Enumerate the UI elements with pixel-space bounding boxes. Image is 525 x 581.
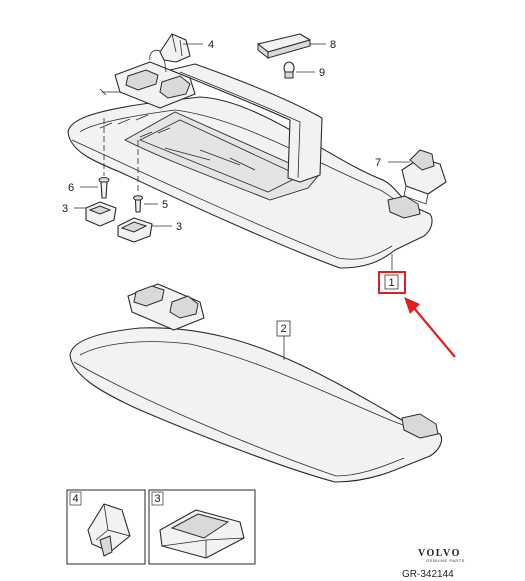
pivot-bracket-top: [125, 69, 159, 91]
brand-logo-text: VOLVO: [418, 548, 461, 559]
brand-tagline: GENUINE PARTS: [426, 558, 465, 563]
callout-1-box: [384, 274, 399, 290]
screw-5: [133, 140, 143, 213]
holder-clip-4: [159, 33, 191, 63]
callout-9: 9: [319, 67, 325, 79]
mirror-reflection-lines: [164, 147, 256, 171]
visor-lower-edge-bottom: [73, 361, 405, 477]
detail-box-4-label: 4: [73, 493, 79, 505]
screw-shank-6: [100, 181, 108, 199]
callout-3-left: 3: [62, 203, 68, 215]
screw-6: [98, 118, 110, 199]
detail-cover-cap-top: [170, 513, 230, 539]
cover-cap-3a: [85, 201, 117, 227]
lower-pivot-bracket: [127, 283, 205, 331]
detail-holder-clip-tab: [99, 535, 113, 557]
lower-visor-hinge-end: [401, 413, 439, 439]
callout-2: 2: [281, 323, 287, 335]
highlight-box: [378, 271, 406, 294]
retaining-bracket-base: [403, 185, 429, 205]
clip-marks-left: [99, 114, 149, 129]
callout-1: 1: [389, 277, 395, 289]
arrow-head: [404, 297, 420, 314]
callout-6: 6: [68, 182, 74, 194]
visor-edge-line: [79, 109, 419, 215]
callout-3-right: 3: [176, 221, 182, 233]
callout-8: 8: [330, 39, 336, 51]
red-pointer-arrow: [404, 297, 456, 358]
screw-shank-5: [134, 199, 142, 213]
detail-box-4-label-box: [69, 491, 82, 506]
retaining-bracket-clip: [409, 149, 435, 171]
diagram-reference: GR-342144: [402, 569, 454, 580]
callout-7: 7: [375, 157, 381, 169]
callout-4: 4: [208, 39, 214, 51]
cover-cap-3a-top: [88, 205, 112, 215]
bulb-base: [284, 71, 294, 79]
detail-cover-cap-edges: [161, 537, 245, 558]
pivot-bracket-socket: [159, 75, 191, 99]
arrow-shaft: [413, 307, 456, 358]
cover-cap-3b: [117, 217, 153, 243]
visor-lower-edge-top: [79, 341, 429, 433]
lower-bracket-socket: [169, 295, 199, 319]
pivot-wire: [99, 88, 120, 96]
lower-bracket-top: [133, 285, 165, 307]
leader-lines: [74, 43, 410, 360]
detail-box-3-label: 3: [155, 493, 161, 505]
sun-visor-with-mirror: [67, 63, 433, 269]
detail-box-4: 4: [66, 489, 146, 565]
mirror-cover-inner: [179, 71, 301, 179]
lamp-lens-8: [257, 33, 311, 60]
retaining-bracket-7: [401, 149, 447, 205]
vanity-mirror-recess: [124, 111, 319, 201]
sun-visor-plain: [69, 327, 443, 483]
visor-pivot-bracket: [99, 49, 196, 109]
detail-box-3-label-box: [151, 491, 164, 506]
detail-holder-clip-edges: [95, 503, 131, 541]
detail-box-3: 3: [148, 489, 256, 565]
visor-body-lower: [69, 327, 443, 483]
bulb-9: [283, 61, 295, 79]
lamp-lens-side: [257, 39, 311, 60]
visor-lower-edge: [71, 139, 393, 260]
clip-marks-center: [139, 127, 171, 138]
holder-clip-detail: [171, 33, 183, 57]
cover-cap-3b-top: [120, 221, 148, 233]
callout-5: 5: [162, 199, 168, 211]
callout-2-box: [276, 320, 291, 337]
